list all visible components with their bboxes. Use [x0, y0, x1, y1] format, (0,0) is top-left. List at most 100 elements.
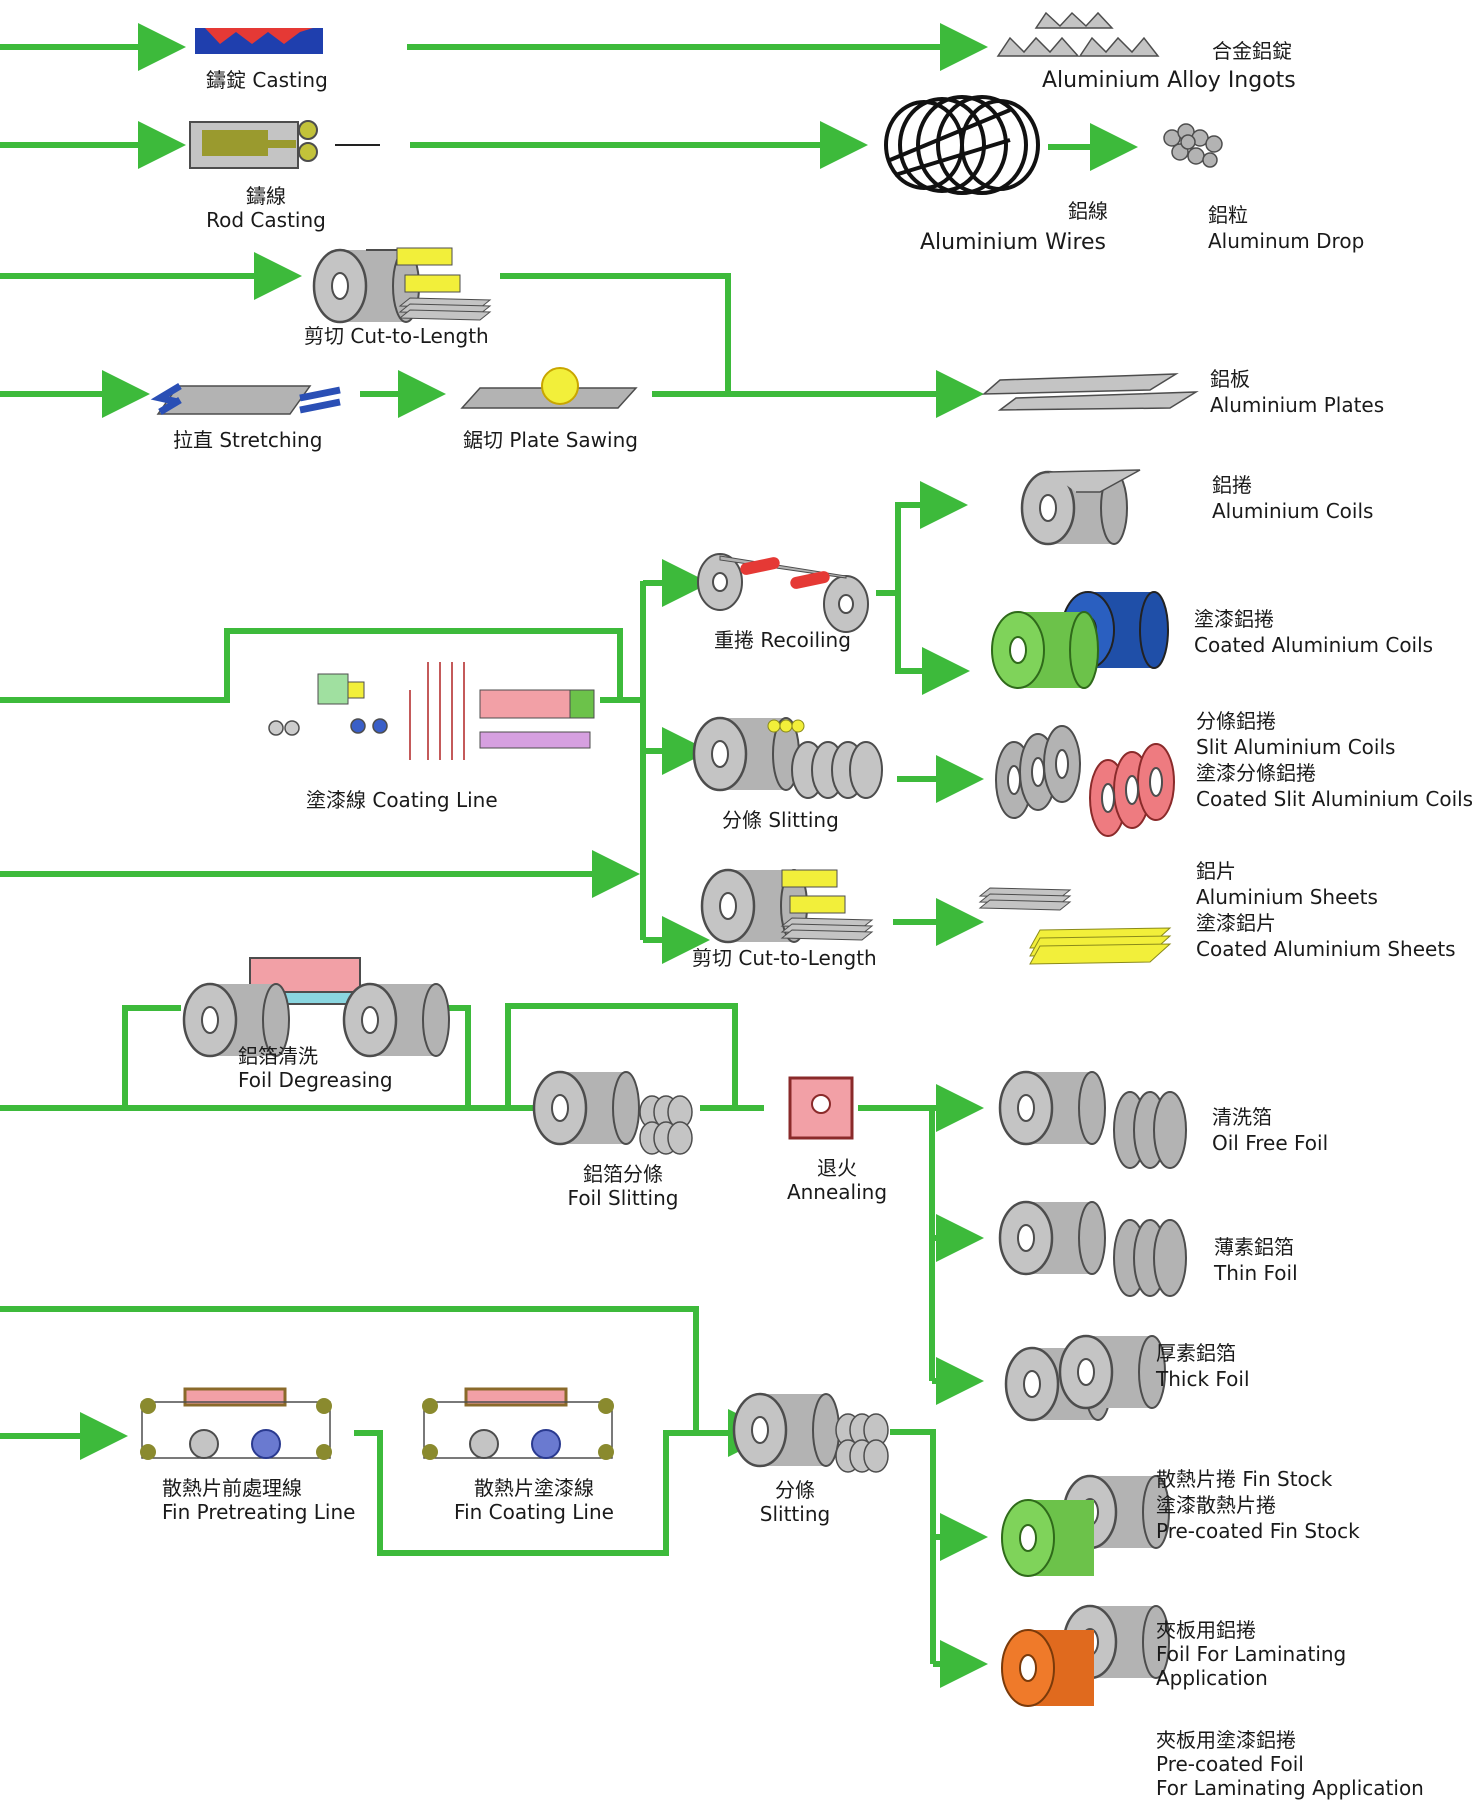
foil-degreasing-label-en: Foil Degreasing [238, 1068, 393, 1092]
slit-coils-label-zh: 分條鋁捲 [1196, 709, 1276, 733]
wires-label-zh: 鋁線 [1068, 199, 1108, 223]
precoated-fin-label-zh: 塗漆散熱片捲 [1156, 1493, 1276, 1517]
oil-free-foil-label: 清洗箔 Oil Free Foil [1212, 1104, 1328, 1156]
fin-coating-label-en: Fin Coating Line [454, 1500, 614, 1524]
aluminium-coils-icon [1020, 469, 1141, 546]
laminating-label-en1: Foil For Laminating [1156, 1642, 1347, 1666]
plates-label: 鋁板 Aluminium Plates [1210, 366, 1384, 418]
coated-coils-icon [991, 591, 1169, 689]
precoated-laminating-label: 夾板用塗漆鋁捲 Pre-coated Foil For Laminating A… [1156, 1728, 1424, 1800]
fin-pretreating-label-en: Fin Pretreating Line [162, 1500, 356, 1524]
foil-slitting-label: 鋁箔分條 Foil Slitting [548, 1162, 698, 1210]
stretching-icon [150, 382, 341, 416]
slit-coils-label-en: Slit Aluminium Coils [1196, 735, 1396, 759]
fin-stock-icon [1001, 1474, 1171, 1577]
line-anneal-out [858, 1105, 935, 1381]
slitting-label-1: 分條 Slitting [722, 808, 839, 832]
foil-slitting-label-en: Foil Slitting [567, 1186, 679, 1210]
oil-free-label-zh: 清洗箔 [1212, 1105, 1272, 1129]
annealing-label: 退火 Annealing [772, 1156, 902, 1204]
laminating-label-en2: Application [1156, 1666, 1268, 1690]
drop-label-en: Aluminum Drop [1208, 229, 1365, 253]
foil-degreasing-icon [182, 957, 451, 1058]
cut-to-length-icon-1 [312, 247, 491, 324]
rod-casting-label-en: Rod Casting [206, 208, 326, 232]
oil-free-label-en: Oil Free Foil [1212, 1131, 1329, 1155]
line-recoil-split [876, 481, 968, 596]
flow-arrows [0, 23, 1138, 1688]
slit-coils-label: 分條鋁捲 Slit Aluminium Coils 塗漆分條鋁捲 Coated … [1196, 708, 1472, 812]
plates-label-zh: 鋁板 [1210, 367, 1250, 391]
coated-coils-label-zh: 塗漆鋁捲 [1194, 607, 1274, 631]
annealing-label-zh: 退火 [817, 1156, 857, 1180]
annealing-icon [788, 1076, 854, 1140]
annealing-label-en: Annealing [786, 1180, 888, 1204]
thin-foil-icon [998, 1200, 1187, 1297]
coated-sheets-label-en: Coated Aluminium Sheets [1196, 937, 1456, 961]
wires-label-en: Aluminium Wires [920, 230, 1107, 255]
ingots-label-zh: 合金鋁錠 [1212, 39, 1292, 63]
sheets-label-zh: 鋁片 [1196, 859, 1236, 883]
fin-coating-label: 散熱片塗漆線 Fin Coating Line [436, 1476, 632, 1524]
thick-foil-label-en: Thick Foil [1156, 1367, 1250, 1391]
cut-to-length-icon-2 [700, 868, 873, 944]
line-fin-top [0, 1306, 699, 1434]
coils-label-zh: 鋁捲 [1212, 473, 1252, 497]
aluminum-drop-icon [1163, 123, 1223, 168]
plate-sawing-icon [460, 367, 638, 409]
fin-coating-label-zh: 散熱片塗漆線 [474, 1476, 594, 1500]
coating-line-label: 塗漆線 Coating Line [306, 788, 498, 812]
rod-casting-label: 鑄線 Rod Casting [196, 184, 336, 232]
fin-pretreating-label-zh: 散熱片前處理線 [162, 1476, 302, 1500]
casting-icon [195, 28, 323, 54]
line-slit2-out [890, 1429, 936, 1664]
slitting-icon-1 [692, 716, 883, 799]
fin-pretreating-icon [140, 1387, 332, 1460]
slit-coils-icon [995, 725, 1175, 837]
precoated-lam-label-en2: For Laminating Application [1156, 1776, 1424, 1800]
coated-slit-label-zh: 塗漆分條鋁捲 [1196, 761, 1316, 785]
coating-line-icon [268, 662, 595, 760]
coated-coils-label: 塗漆鋁捲 Coated Aluminium Coils [1194, 606, 1433, 658]
coated-slit-label-en: Coated Slit Aluminium Coils [1196, 787, 1472, 811]
thick-foil-label-zh: 厚素鋁箔 [1156, 1341, 1236, 1365]
coils-label: 鋁捲 Aluminium Coils [1212, 472, 1373, 524]
thin-foil-label: 薄素鋁箔 Thin Foil [1214, 1234, 1298, 1286]
stretching-label: 拉直 Stretching [173, 428, 323, 452]
fin-stock-label-line: 散熱片捲 Fin Stock [1156, 1467, 1333, 1491]
casting-label: 鑄錠 Casting [206, 68, 328, 92]
ingots-icon [996, 11, 1160, 57]
fin-pretreating-label: 散熱片前處理線 Fin Pretreating Line [162, 1476, 355, 1524]
foil-slitting-label-zh: 鋁箔分條 [583, 1162, 663, 1186]
cut-to-length-label-2: 剪切 Cut-to-Length [692, 946, 877, 970]
coated-coils-label-en: Coated Aluminium Coils [1194, 633, 1434, 657]
sheets-label: 鋁片 Aluminium Sheets 塗漆鋁片 Coated Aluminiu… [1196, 858, 1456, 962]
thick-foil-label: 厚素鋁箔 Thick Foil [1156, 1340, 1250, 1392]
drop-label-zh: 鋁粒 [1208, 203, 1248, 227]
slitting-icon-2 [732, 1392, 889, 1473]
foil-slitting-icon [532, 1070, 693, 1155]
arrow-to-coated-coils [895, 593, 970, 695]
ingots-label-en: Aluminium Alloy Ingots [1042, 68, 1296, 93]
coils-label-en: Aluminium Coils [1212, 499, 1374, 523]
thin-foil-label-en: Thin Foil [1214, 1261, 1298, 1285]
plates-label-en: Aluminium Plates [1210, 393, 1385, 417]
plates-icon [981, 373, 1199, 411]
precoated-lam-label-zh: 夾板用塗漆鋁捲 [1156, 1728, 1296, 1752]
rod-casting-icon [189, 120, 380, 169]
sheets-label-en: Aluminium Sheets [1196, 885, 1378, 909]
cut-to-length-label-1: 剪切 Cut-to-Length [304, 324, 489, 348]
precoated-lam-label-en1: Pre-coated Foil [1156, 1752, 1304, 1776]
slitting-label-2-zh: 分條 [775, 1478, 815, 1502]
foil-degreasing-label-zh: 鋁箔清洗 [238, 1044, 318, 1068]
sheets-icon [979, 887, 1172, 965]
thick-foil-icon [1004, 1334, 1167, 1422]
fin-stock-label: 散熱片捲 Fin Stock 塗漆散熱片捲 Pre-coated Fin Sto… [1156, 1466, 1360, 1544]
slitting-label-2: 分條 Slitting [740, 1478, 850, 1526]
foil-degreasing-label: 鋁箔清洗 Foil Degreasing [238, 1044, 393, 1092]
precoated-fin-label-en: Pre-coated Fin Stock [1156, 1519, 1360, 1543]
line-cut-length-to-plates [500, 273, 731, 394]
slitting-label-2-en: Slitting [759, 1502, 831, 1526]
recoiling-label: 重捲 Recoiling [714, 628, 851, 652]
